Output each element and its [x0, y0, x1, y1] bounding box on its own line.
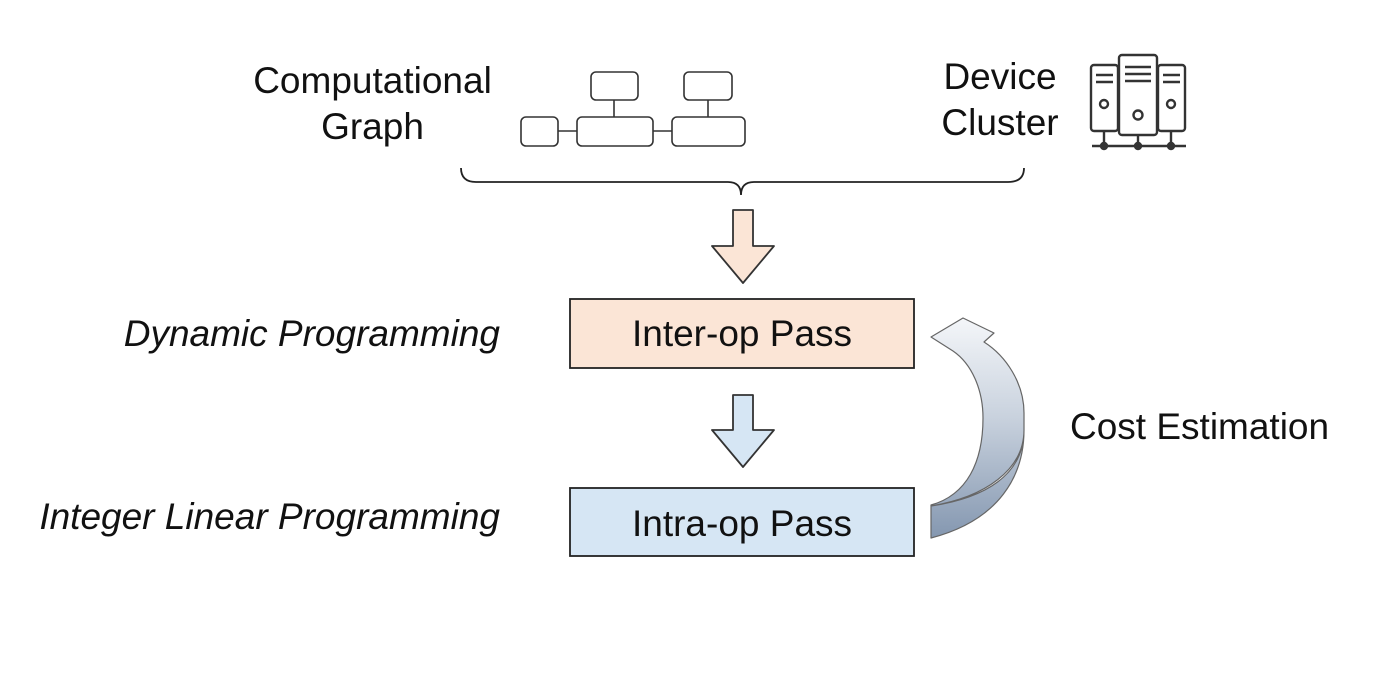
- down-arrow-blue: [711, 394, 775, 468]
- device-cluster-label-line2: Cluster: [941, 102, 1059, 144]
- dynamic-programming-label: Dynamic Programming: [123, 313, 500, 354]
- grouping-brace: [460, 167, 1025, 196]
- device-cluster-label-line1: Device: [943, 56, 1057, 97]
- down-arrow-orange: [711, 209, 775, 284]
- cost-estimation-feedback-arrow: [930, 317, 1025, 539]
- computational-graph-icon: [520, 71, 746, 147]
- device-cluster-label: Device Cluster: [932, 54, 1068, 147]
- cost-estimation-label: Cost Estimation: [1070, 406, 1330, 447]
- computational-graph-label-line1: Computational: [253, 60, 492, 101]
- computational-graph-label-line2: Graph: [321, 106, 424, 148]
- computational-graph-label: Computational Graph: [240, 58, 505, 151]
- inter-op-pass-box: Inter-op Pass: [569, 298, 915, 369]
- intra-op-pass-label: Intra-op Pass: [632, 503, 852, 544]
- server-rack-icon: [1089, 53, 1187, 151]
- integer-linear-programming-label: Integer Linear Programming: [39, 496, 500, 537]
- inter-op-pass-label: Inter-op Pass: [632, 313, 852, 354]
- intra-op-pass-box: Intra-op Pass: [569, 487, 915, 557]
